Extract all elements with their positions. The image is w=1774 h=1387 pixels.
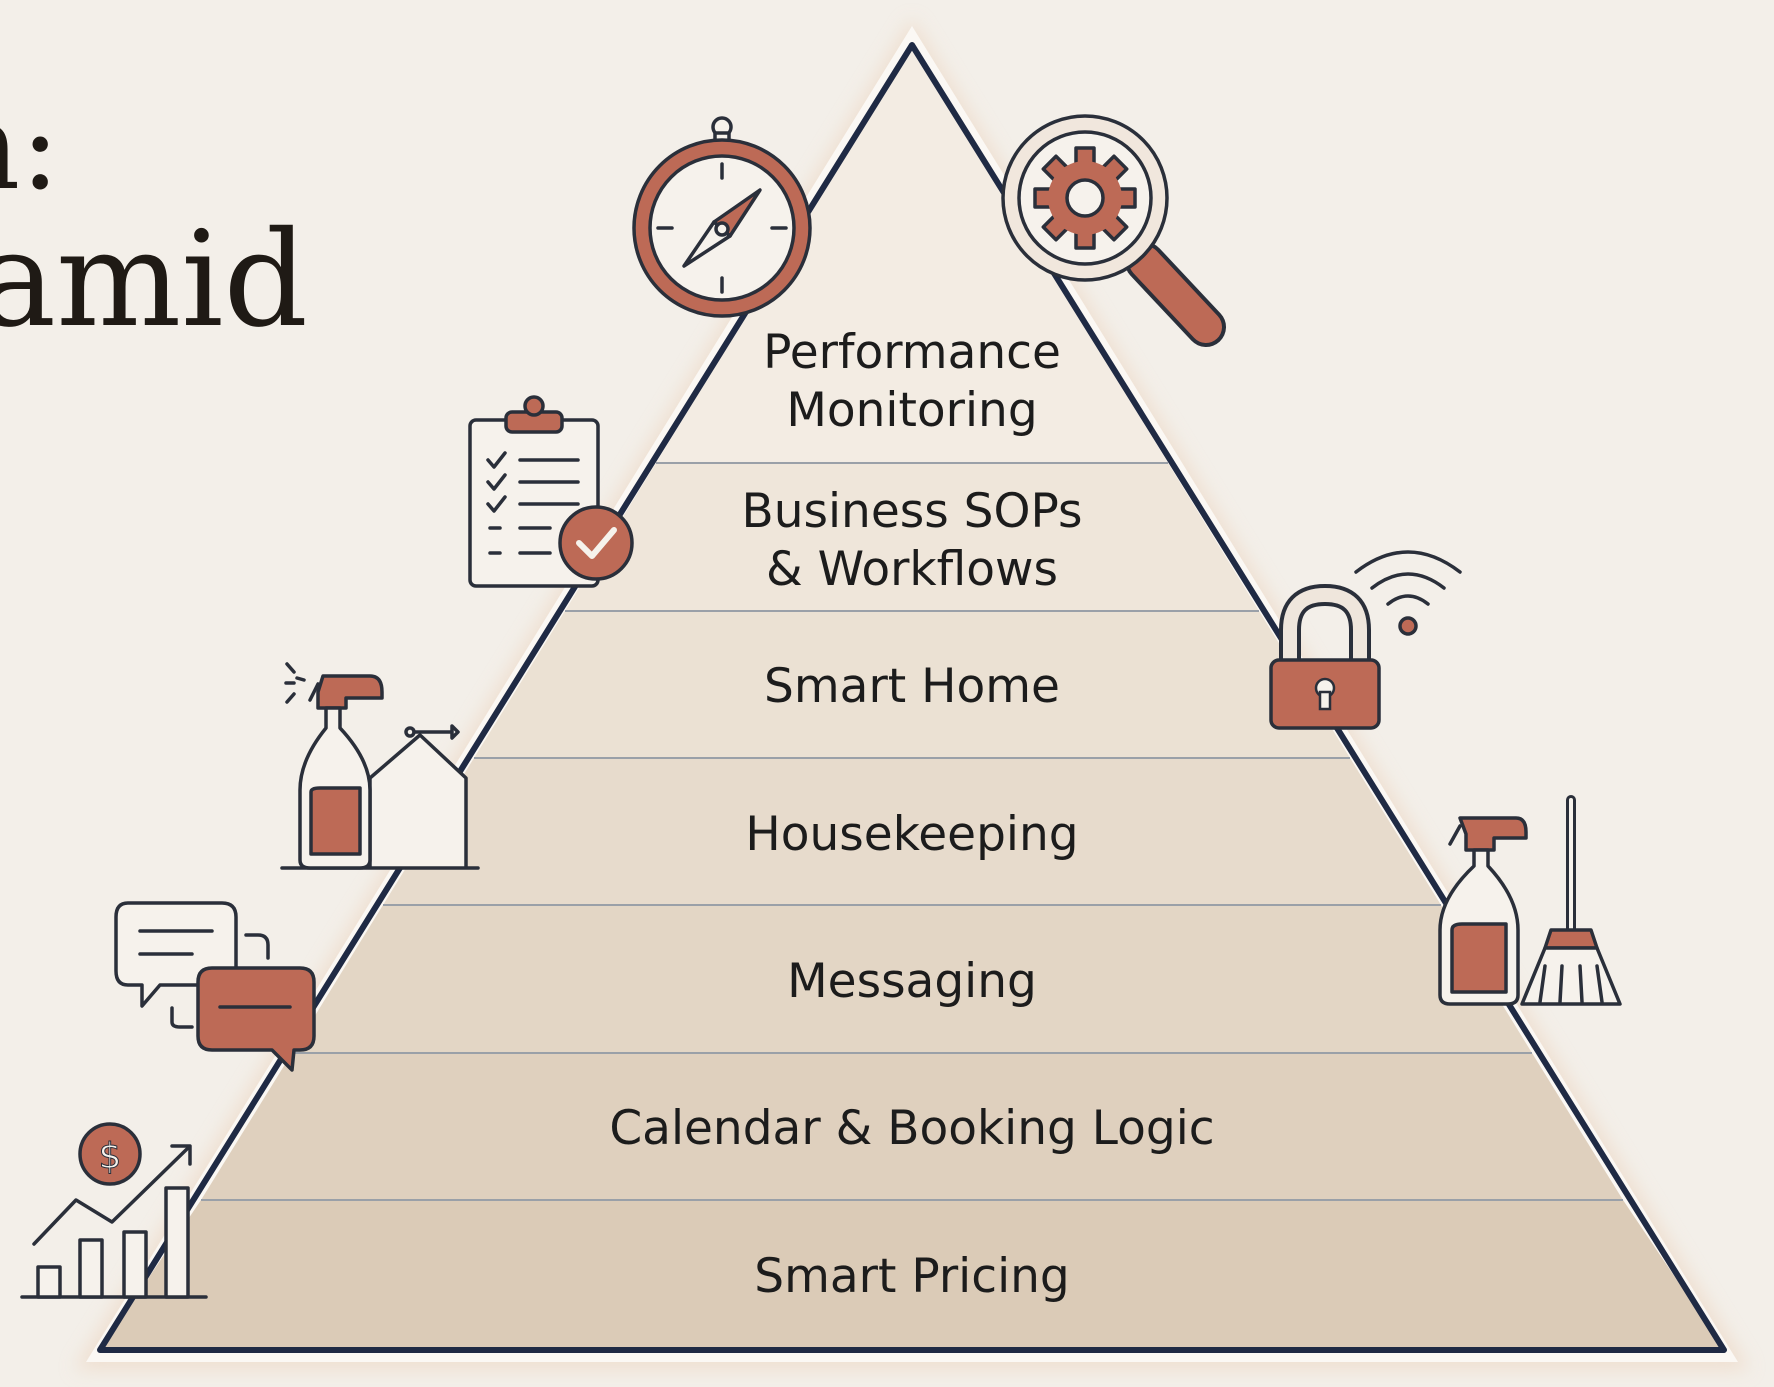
pyramid-band-4 [383,758,1441,905]
pricing-growth-icon: $ [20,1122,208,1299]
layer-label-sops-line1: Business SOPs [741,484,1082,539]
pyramid-band-1 [656,45,1168,463]
pyramid-band-5 [292,905,1532,1053]
slide-title-line-1: n: [0,78,60,216]
layer-label-housekeeping: Housekeeping [745,807,1078,862]
cleaning-supplies-icon [1438,795,1622,1006]
dollar-symbol: $ [99,1136,122,1177]
pyramid-band-6 [201,1053,1623,1200]
pyramid-dividers [201,462,1623,1201]
layer-label-performance-line1: Performance [763,325,1061,380]
compass-icon [632,116,812,318]
layer-label-sops-line2: & Workflows [766,542,1058,597]
chat-bubbles-icon [114,901,316,1072]
pyramid-band-7 [100,1200,1724,1350]
pyramid-bands [100,45,1724,1350]
layer-label-smart-pricing: Smart Pricing [754,1249,1070,1304]
layer-label-smart-home: Smart Home [764,659,1060,714]
layer-label-calendar: Calendar & Booking Logic [609,1101,1214,1156]
pyramid-labels: Performance Monitoring Business SOPs & W… [609,325,1214,1304]
spray-bottle-house-icon [280,662,480,870]
clipboard-checklist-icon [468,395,634,588]
slide-title-line-2: ramid [0,203,308,357]
pyramid-band-3 [474,611,1350,758]
pyramid-band-2 [565,463,1259,611]
layer-label-performance-line2: Monitoring [786,383,1037,438]
layer-label-messaging: Messaging [787,954,1037,1009]
magnifier-gear-icon [1001,114,1226,347]
smart-lock-wifi-icon [1269,550,1462,730]
